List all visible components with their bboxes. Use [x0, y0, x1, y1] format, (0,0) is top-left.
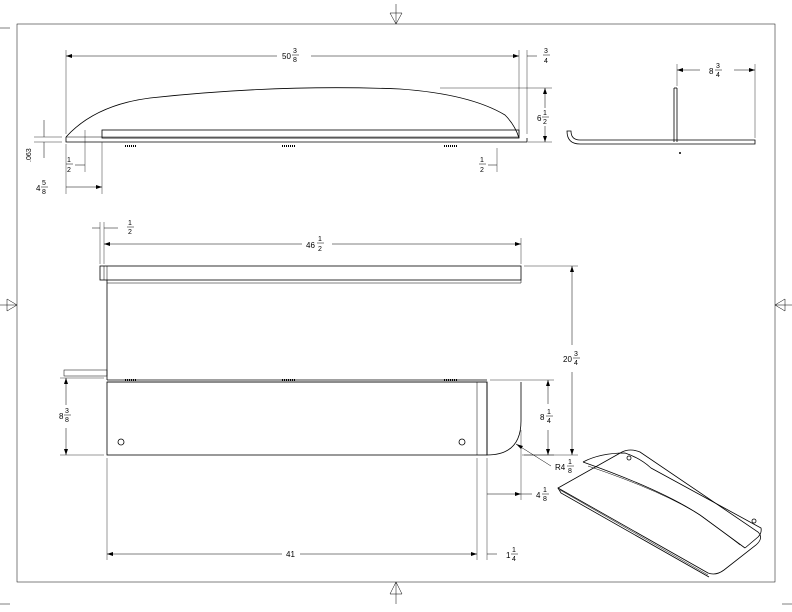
- overall-length-den: 8: [293, 57, 297, 64]
- corner-offset-whole: 4: [536, 491, 541, 500]
- sheet-border: [16, 23, 776, 583]
- dim-corner-depth: 8 1 4: [490, 379, 554, 456]
- side-profile: [65, 87, 520, 139]
- dim-top-length: 46 1 2: [104, 236, 522, 264]
- dim-plate-thickness: .063: [26, 120, 62, 162]
- tail-offset-den: 4: [544, 58, 548, 65]
- dim-top-lip: 1 2: [92, 220, 134, 264]
- corner-depth-den: 4: [547, 418, 551, 425]
- dim-tail-offset: 3 4: [526, 48, 550, 134]
- dim-base-tail: 1 1 4: [486, 500, 518, 563]
- corner-offset-num: 1: [543, 487, 547, 494]
- corner-radius-prefix: R4: [555, 463, 566, 472]
- end-height-den: 4: [716, 72, 720, 79]
- left-tab-num: 1: [67, 157, 71, 164]
- base-tail-num: 1: [512, 547, 516, 554]
- dim-end-height: 8 3 4: [676, 63, 756, 138]
- dim-left-overhang: 4 5 8: [36, 142, 103, 196]
- total-width-num: 3: [574, 351, 578, 358]
- side-view: [566, 87, 756, 154]
- total-width-whole: 20: [563, 355, 572, 364]
- dim-lower-depth: 8 3 8: [59, 377, 104, 456]
- base-length-label: 41: [286, 550, 295, 559]
- corner-offset-den: 8: [543, 496, 547, 503]
- dim-corner-radius: R4 1 8: [515, 443, 574, 475]
- corner-radius-num: 1: [568, 459, 572, 466]
- dim-right-tab: 1 2: [479, 148, 498, 174]
- top-length-whole: 46: [306, 241, 315, 250]
- left-overhang-den: 8: [42, 189, 46, 196]
- center-mark-left: [0, 298, 18, 312]
- dim-corner-offset: 4 1 8: [486, 430, 549, 503]
- dim-base-length: 41: [106, 458, 478, 560]
- left-tab-den: 2: [67, 167, 71, 174]
- dim-side-height: 6 1 2: [440, 87, 552, 143]
- left-overhang-num: 5: [42, 180, 46, 187]
- lower-depth-whole: 8: [59, 412, 64, 421]
- isometric-view: [557, 449, 762, 578]
- overall-length-whole: 50: [282, 52, 291, 61]
- corner-depth-whole: 8: [540, 413, 545, 422]
- end-height-num: 3: [716, 63, 720, 70]
- overall-length-num: 3: [293, 48, 297, 55]
- front-view: [65, 87, 528, 147]
- right-tab-num: 1: [480, 157, 484, 164]
- tail-offset-num: 3: [544, 48, 548, 55]
- top-length-den: 2: [318, 246, 322, 253]
- right-tab-den: 2: [480, 167, 484, 174]
- base-tail-whole: 1: [506, 551, 511, 560]
- side-height-num: 1: [543, 110, 547, 117]
- end-height-whole: 8: [709, 67, 714, 76]
- plate-thickness-label: .063: [26, 148, 33, 162]
- corner-radius-den: 8: [568, 468, 572, 475]
- base-tail-den: 4: [512, 556, 516, 563]
- top-lip-num: 1: [128, 220, 132, 227]
- side-height-den: 2: [543, 119, 547, 126]
- center-mark-top: [389, 4, 403, 25]
- plan-view: [63, 265, 522, 456]
- dim-total-width: 20 3 4: [524, 265, 580, 456]
- left-overhang-whole: 4: [36, 184, 41, 193]
- total-width-den: 4: [574, 360, 578, 367]
- top-length-num: 1: [318, 236, 322, 243]
- center-mark-right: [774, 298, 792, 312]
- lower-depth-num: 3: [65, 408, 69, 415]
- dim-left-tab: 1 2: [66, 130, 86, 174]
- top-lip-den: 2: [128, 229, 132, 236]
- side-height-whole: 6: [537, 114, 542, 123]
- dim-overall-length: 50 3 8: [65, 48, 520, 134]
- center-mark-bottom: [389, 581, 403, 604]
- corner-depth-num: 1: [547, 409, 551, 416]
- lower-depth-den: 8: [65, 417, 69, 424]
